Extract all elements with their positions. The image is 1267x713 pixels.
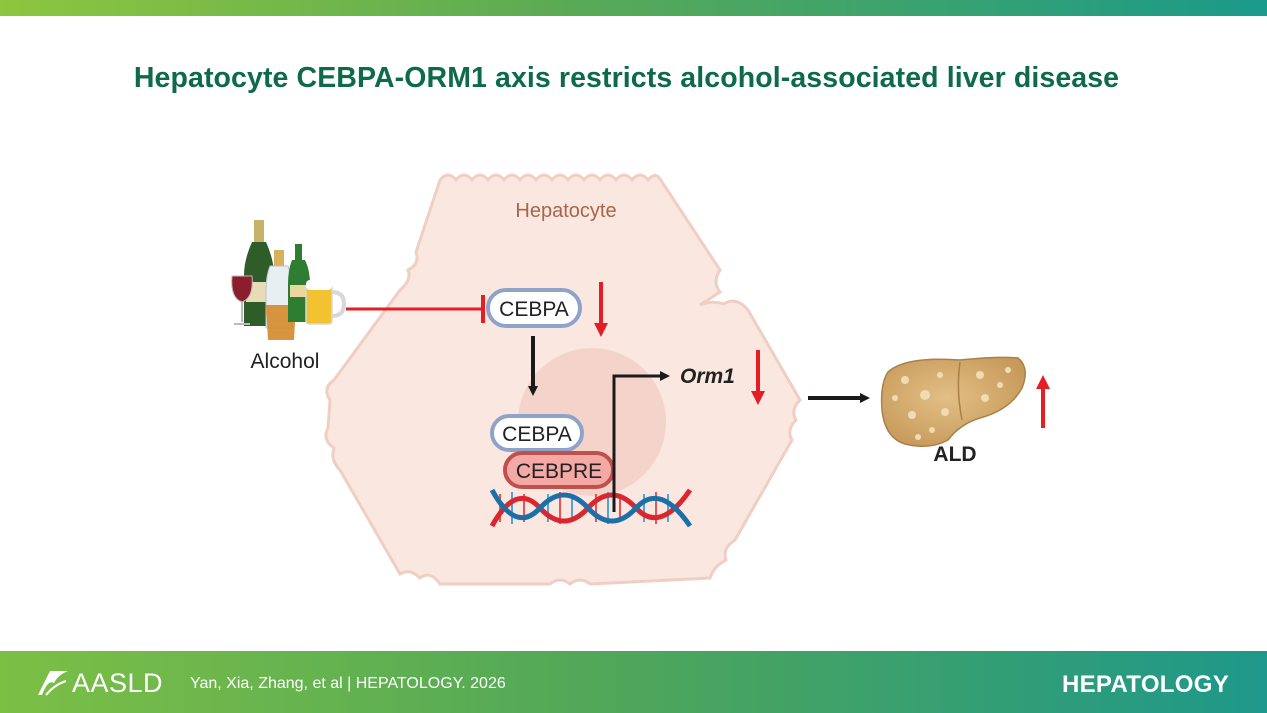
cebpa-bound-pill [490, 414, 584, 452]
cebpre-label: CEBPRE [516, 460, 602, 483]
orm1-label: Orm1 [680, 365, 735, 388]
citation-text: Yan, Xia, Zhang, et al | HEPATOLOGY. 202… [190, 675, 506, 692]
ald-label: ALD [933, 443, 976, 466]
alcohol-bottles-icon [231, 220, 347, 340]
dna-helix-icon [489, 488, 693, 528]
aasld-logo-text: AASLD [72, 667, 164, 698]
aasld-logo-icon [38, 671, 68, 696]
footer-bar: AASLD Yan, Xia, Zhang, et al | HEPATOLOG… [0, 651, 1267, 713]
journal-name[interactable]: HEPATOLOGY [1061, 671, 1229, 698]
alcohol-label: Alcohol [251, 350, 320, 373]
top-banner [0, 0, 1267, 16]
cebpa-protein-pill [486, 288, 582, 328]
liver-icon [880, 356, 1026, 447]
aasld-logo[interactable]: AASLD [36, 668, 163, 698]
cebpa-bound-label: CEBPA [502, 423, 572, 446]
cebpa-top-label: CEBPA [499, 298, 569, 321]
hepatocyte-label: Hepatocyte [515, 200, 616, 222]
transcription-arrow [612, 371, 670, 512]
page-title: Hepatocyte CEBPA-ORM1 axis restricts alc… [133, 62, 1120, 94]
